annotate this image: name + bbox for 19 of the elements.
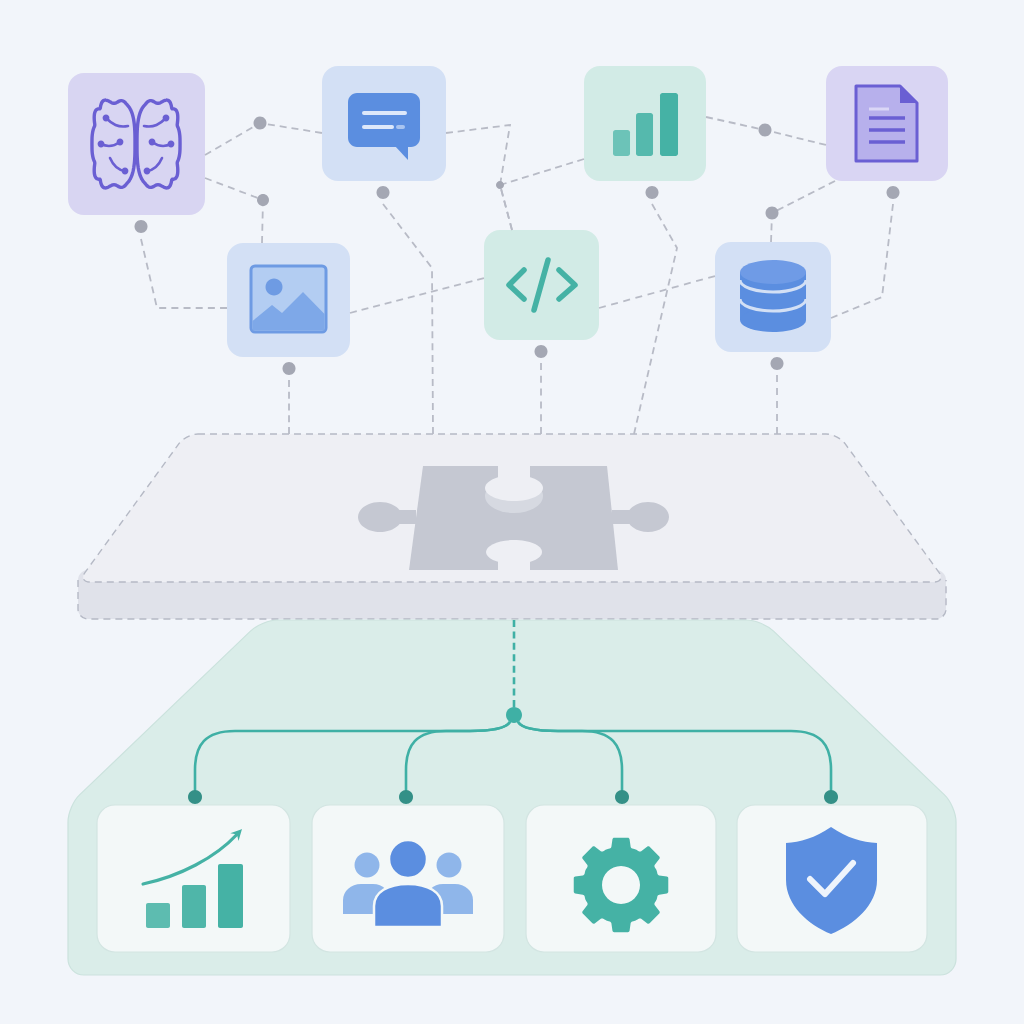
dashed-connector xyxy=(204,122,323,156)
icon-tile xyxy=(484,230,599,340)
dashed-connector xyxy=(633,186,678,435)
dashed-connector xyxy=(770,180,836,243)
dashed-connector xyxy=(498,158,585,231)
dashed-connector xyxy=(705,116,827,146)
dashed-connector xyxy=(349,277,485,314)
connector xyxy=(399,721,511,804)
dashed-connector xyxy=(282,362,296,435)
dashed-connector xyxy=(534,345,548,435)
dashed-connector xyxy=(134,220,228,309)
dashed-connector xyxy=(770,357,784,435)
dashed-connector xyxy=(512,620,516,707)
junction-dot xyxy=(506,707,522,723)
dashed-connector xyxy=(830,186,900,319)
connector xyxy=(517,721,838,804)
dashed-connector xyxy=(204,177,264,244)
dashed-connector xyxy=(598,275,716,309)
dashed-connector xyxy=(376,186,434,435)
